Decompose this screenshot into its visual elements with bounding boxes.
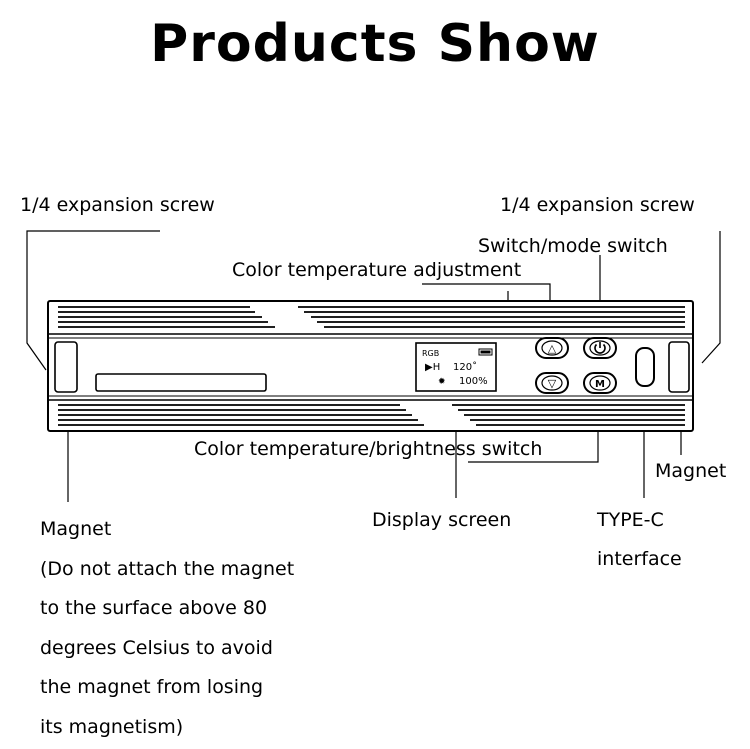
magnet-left bbox=[54, 341, 78, 393]
magnet-note-line: to the surface above 80 bbox=[40, 597, 268, 619]
magnet-note-line: the magnet from losing bbox=[40, 676, 264, 698]
label-right-expansion-screw: 1/4 expansion screw bbox=[500, 194, 695, 216]
magnet-note-line: Magnet bbox=[40, 518, 112, 540]
power-icon bbox=[594, 342, 606, 354]
magnet-right bbox=[668, 341, 690, 393]
down-icon: ▽ bbox=[548, 377, 557, 390]
up-button[interactable]: △ bbox=[535, 337, 569, 359]
page-title: Products Show bbox=[150, 14, 600, 74]
label-type-c: TYPE-C bbox=[597, 509, 664, 531]
m-button[interactable]: M bbox=[583, 372, 617, 394]
magnet-note-line: its magnetism) bbox=[40, 715, 184, 738]
screen-hue-label: ▶H bbox=[425, 362, 440, 373]
battery-icon bbox=[478, 348, 493, 356]
label-ct-brightness-switch: Color temperature/brightness switch bbox=[194, 438, 543, 460]
display-screen: RGB ▶H 120˚ ✹ 100% bbox=[415, 342, 497, 392]
power-mode-button[interactable] bbox=[583, 337, 617, 359]
device-outline bbox=[47, 300, 694, 432]
m-letter: M bbox=[595, 379, 605, 390]
screen-mode: RGB bbox=[422, 349, 439, 358]
device-body bbox=[47, 300, 694, 432]
label-display-screen: Display screen bbox=[372, 509, 512, 531]
bottom-fins bbox=[58, 404, 685, 426]
leader-right-screw bbox=[701, 231, 721, 364]
brightness-icon: ✹ bbox=[438, 377, 446, 387]
light-slot bbox=[95, 373, 267, 392]
top-fins bbox=[58, 306, 685, 328]
up-icon: △ bbox=[548, 342, 557, 355]
label-left-expansion-screw: 1/4 expansion screw bbox=[20, 194, 215, 216]
magnet-note-line: (Do not attach the magnet bbox=[40, 557, 295, 580]
label-color-temperature-adjustment: Color temperature adjustment bbox=[232, 259, 522, 281]
magnet-note-line: degrees Celsius to avoid bbox=[40, 636, 273, 659]
label-type-c-interface: interface bbox=[597, 548, 682, 570]
screen-hue-value: 120˚ bbox=[453, 361, 477, 373]
screen-brightness-value: 100% bbox=[459, 376, 488, 387]
type-c-port bbox=[635, 347, 655, 387]
label-mode-switch: Switch/mode switch bbox=[478, 235, 668, 257]
label-magnet-right: Magnet bbox=[655, 460, 727, 482]
magnet-note: Magnet (Do not attach the magnet to the … bbox=[40, 510, 294, 747]
leader-left-screw bbox=[26, 230, 160, 371]
down-button[interactable]: ▽ bbox=[535, 372, 569, 394]
